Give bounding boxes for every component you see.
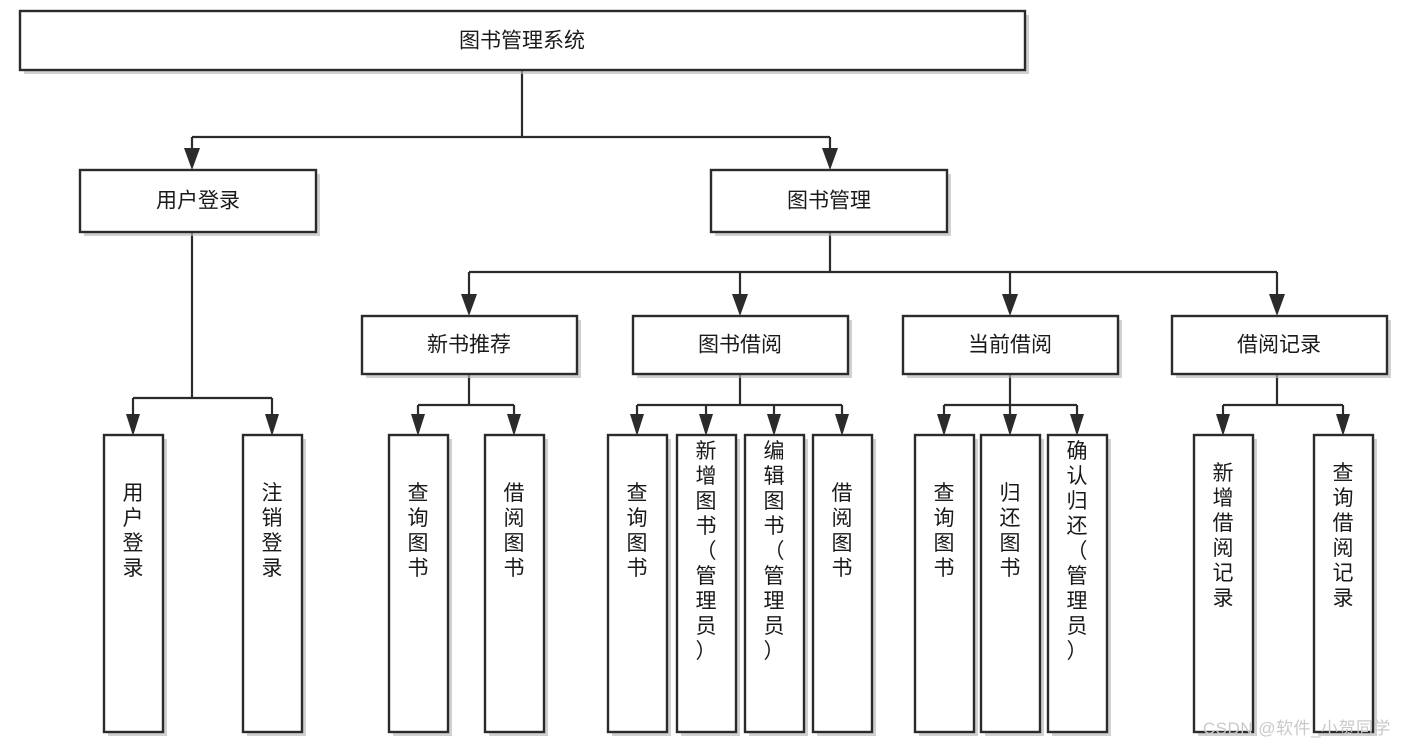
arrowhead-leaf-add-record	[1216, 414, 1230, 436]
arrowhead-book-manage	[822, 148, 838, 170]
arrowhead-leaf-borrow-book-1	[507, 414, 521, 436]
leaf-confirm-return-box[interactable]	[1046, 433, 1109, 734]
leaf-borrow-book-1-box[interactable]	[483, 433, 546, 734]
arrowhead-current-borrow	[1002, 294, 1018, 316]
leaf-borrow-book-1-label: 借阅图书	[504, 482, 525, 580]
leaf-query-record[interactable]: 查询借阅记录	[1312, 433, 1377, 736]
leaf-user-login-label: 用户登录	[123, 482, 144, 580]
node-current-borrow[interactable]: 当前借阅	[901, 314, 1122, 378]
leaf-query-record-box[interactable]	[1312, 433, 1375, 734]
leaf-query-book-3[interactable]: 查询图书	[913, 433, 978, 736]
node-user-login-box[interactable]	[78, 168, 318, 234]
node-book-borrow-box[interactable]	[631, 314, 850, 376]
node-book-manage-box[interactable]	[709, 168, 949, 234]
node-current-borrow-label: 当前借阅	[968, 334, 1052, 357]
node-root-label: 图书管理系统	[459, 30, 585, 53]
arrowhead-leaf-logout-login	[265, 414, 279, 436]
leaf-borrow-book-2-box[interactable]	[811, 433, 874, 734]
node-current-borrow-box[interactable]	[901, 314, 1120, 376]
node-new-book-recommend-label: 新书推荐	[427, 334, 511, 357]
leaf-edit-book[interactable]: 编辑图书（管理员）	[743, 433, 808, 736]
arrowhead-book-borrow	[732, 294, 748, 316]
node-user-login-label: 用户登录	[156, 190, 240, 213]
node-user-login[interactable]: 用户登录	[78, 168, 320, 236]
arrowhead-leaf-return-book	[1003, 414, 1017, 436]
node-borrow-record-box[interactable]	[1170, 314, 1389, 376]
node-book-manage-label: 图书管理	[787, 190, 871, 213]
node-root[interactable]: 图书管理系统	[18, 9, 1029, 74]
leaf-add-record-label: 新增借阅记录	[1213, 462, 1234, 610]
leaf-return-book-label: 归还图书	[1000, 482, 1021, 580]
node-book-manage[interactable]: 图书管理	[709, 168, 951, 236]
node-book-borrow-label: 图书借阅	[698, 334, 782, 357]
node-borrow-record-label: 借阅记录	[1237, 334, 1321, 357]
leaf-query-book-1[interactable]: 查询图书	[387, 433, 452, 736]
node-root-box[interactable]	[18, 9, 1027, 72]
arrowhead-leaf-confirm-return	[1070, 414, 1084, 436]
arrowhead-leaf-query-book-2	[630, 414, 644, 436]
leaf-user-login-box[interactable]	[102, 433, 165, 734]
leaf-query-book-2-box[interactable]	[606, 433, 669, 734]
arrowhead-leaf-add-book	[699, 414, 713, 436]
leaf-add-book-box[interactable]	[675, 433, 738, 734]
node-book-borrow[interactable]: 图书借阅	[631, 314, 852, 378]
leaf-add-record-box[interactable]	[1192, 433, 1255, 734]
arrowhead-borrow-record	[1269, 294, 1285, 316]
csdn-watermark: CSDN @软件_小贺同学	[1202, 719, 1391, 738]
leaf-edit-book-label: 编辑图书（管理员）	[764, 440, 785, 663]
leaf-query-book-1-label: 查询图书	[408, 482, 429, 580]
arrowhead-leaf-query-book-3	[937, 414, 951, 436]
leaf-query-book-1-box[interactable]	[387, 433, 450, 734]
arrowhead-leaf-query-book-1	[411, 414, 425, 436]
leaf-logout-login-label: 注销登录	[262, 482, 283, 580]
leaf-query-book-2[interactable]: 查询图书	[606, 433, 671, 736]
leaf-borrow-book-2[interactable]: 借阅图书	[811, 433, 876, 736]
leaf-confirm-return-label: 确认归还（管理员）	[1067, 440, 1088, 663]
leaf-borrow-book-2-label: 借阅图书	[832, 482, 853, 580]
arrowhead-user-login	[184, 148, 200, 170]
node-new-book-recommend[interactable]: 新书推荐	[360, 314, 581, 378]
leaf-confirm-return[interactable]: 确认归还（管理员）	[1046, 433, 1111, 736]
leaf-query-record-label: 查询借阅记录	[1333, 462, 1354, 610]
leaf-query-book-2-label: 查询图书	[627, 482, 648, 580]
leaf-query-book-3-label: 查询图书	[934, 482, 955, 580]
arrowhead-new-book	[461, 294, 477, 316]
arrowhead-leaf-query-record	[1336, 414, 1350, 436]
arrowhead-leaf-borrow-book-2	[835, 414, 849, 436]
arrowhead-leaf-edit-book	[767, 414, 781, 436]
leaf-add-record[interactable]: 新增借阅记录	[1192, 433, 1257, 736]
arrowheads-layer	[126, 148, 1350, 436]
arrowhead-leaf-user-login	[126, 414, 140, 436]
leaf-logout-login-box[interactable]	[241, 433, 304, 734]
leaf-logout-login[interactable]: 注销登录	[241, 433, 306, 736]
leaf-query-book-3-box[interactable]	[913, 433, 976, 734]
leaf-add-book[interactable]: 新增图书（管理员）	[675, 433, 740, 736]
leaf-nodes-layer: 用户登录 注销登录 查询图书 借阅图书 查询图书	[102, 433, 1377, 736]
leaf-user-login[interactable]: 用户登录	[102, 433, 167, 736]
leaf-add-book-label: 新增图书（管理员）	[696, 440, 717, 663]
node-borrow-record[interactable]: 借阅记录	[1170, 314, 1391, 378]
leaf-return-book-box[interactable]	[979, 433, 1042, 734]
leaf-borrow-book-1[interactable]: 借阅图书	[483, 433, 548, 736]
leaf-return-book[interactable]: 归还图书	[979, 433, 1044, 736]
node-new-book-recommend-box[interactable]	[360, 314, 579, 376]
leaf-edit-book-box[interactable]	[743, 433, 806, 734]
